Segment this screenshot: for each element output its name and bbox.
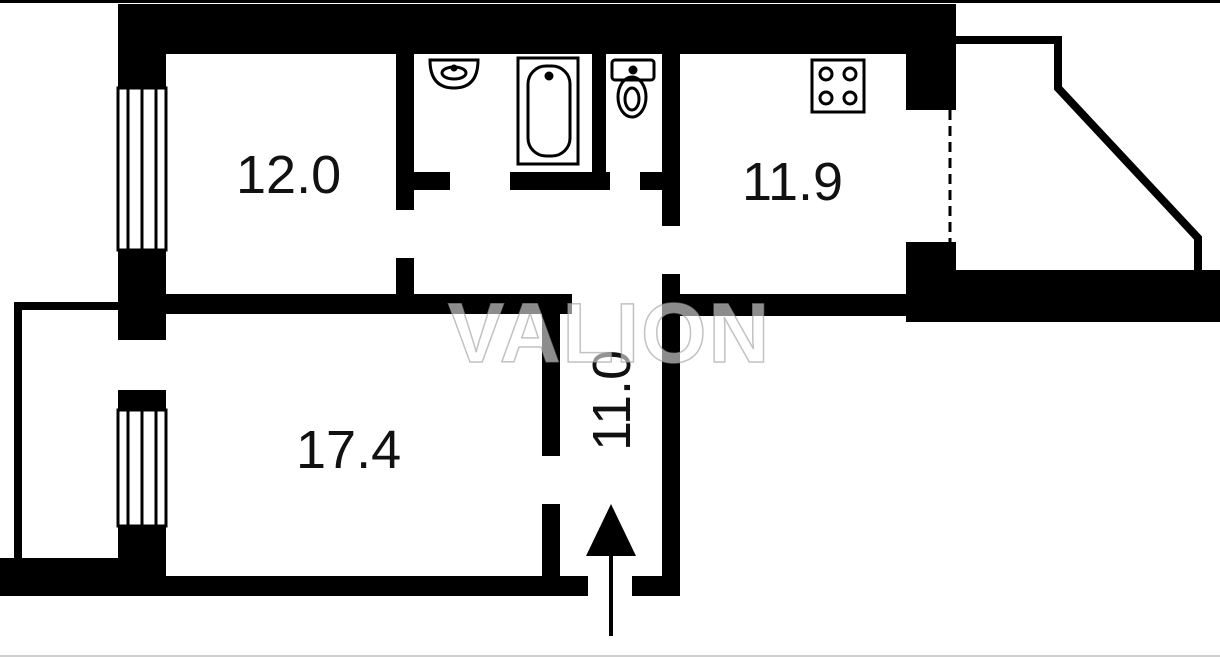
window-bottom-left <box>116 408 168 528</box>
top-edge-line <box>0 0 1220 3</box>
toilet-icon <box>610 58 656 119</box>
wall-between-bedrooms <box>166 294 572 314</box>
lower-right-wall <box>680 294 910 316</box>
bath-wall-left <box>396 172 450 190</box>
partition-bedroom-bath-low <box>396 258 414 314</box>
stove-icon <box>810 58 866 114</box>
hallway-right-wall <box>662 274 680 596</box>
far-right-wall <box>906 270 1220 322</box>
bottom-wall-main <box>118 576 588 596</box>
top-exterior-wall <box>118 4 956 54</box>
bottom-edge-line <box>0 655 1220 657</box>
partition-bedroom-bath <box>396 54 414 210</box>
right-pillar-bottom <box>906 242 956 322</box>
partition-wc-kitchen <box>662 54 680 226</box>
window-top-left <box>116 86 168 252</box>
entrance-arrow-icon <box>586 504 636 636</box>
sink-icon <box>428 58 480 90</box>
watermark-text: VALION <box>448 286 771 380</box>
partition-living-hall-top <box>542 314 560 456</box>
room-kitchen-area: 11.9 <box>742 152 843 212</box>
partition-bath-wc <box>592 54 606 190</box>
right-pillar-top <box>906 54 956 110</box>
room-living-area: 17.4 <box>296 420 401 480</box>
partition-living-hall-bottom <box>542 504 560 596</box>
left-wall-mid <box>118 248 166 340</box>
balcony-left <box>14 302 118 560</box>
bathtub-icon <box>516 56 580 166</box>
balcony-right <box>956 36 1202 272</box>
left-wall-upper <box>118 4 166 90</box>
walls <box>0 4 1220 596</box>
bath-wall-mid <box>510 172 610 190</box>
left-wall-lower-top <box>118 390 166 412</box>
room-top-left-area: 12.0 <box>236 145 341 205</box>
hallway-area: 11.0 <box>582 350 642 451</box>
